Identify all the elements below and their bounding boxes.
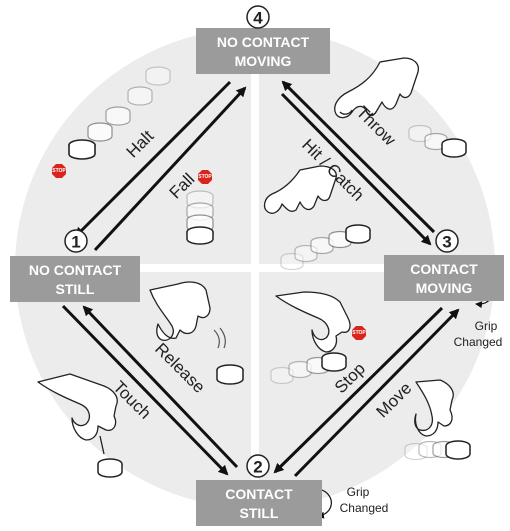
state-3-box: CONTACT MOVING — [384, 255, 504, 301]
state-2-number: 2 — [246, 454, 270, 478]
svg-text:STOP: STOP — [198, 174, 212, 180]
svg-text:STOP: STOP — [352, 330, 366, 336]
svg-text:NO CONTACT: NO CONTACT — [217, 34, 310, 50]
grip-changed-label-2b: Changed — [340, 501, 389, 515]
state-3-number: 3 — [435, 229, 459, 253]
hand-icon — [263, 165, 337, 214]
svg-text:STILL: STILL — [240, 505, 279, 521]
svg-text:STILL: STILL — [56, 281, 95, 297]
move-arrow — [293, 308, 460, 478]
grip-changed-label-2a: Grip — [347, 485, 370, 499]
hit-catch-arrow — [280, 92, 432, 246]
hand-icon — [275, 291, 351, 353]
fall-arrow — [93, 86, 247, 252]
svg-text:CONTACT: CONTACT — [225, 486, 293, 502]
disk-stack-icon — [408, 124, 467, 158]
state-2-box: CONTACT STILL — [196, 480, 322, 526]
svg-text:MOVING: MOVING — [235, 53, 292, 69]
touch-arrow — [61, 304, 229, 476]
svg-text:NO CONTACT: NO CONTACT — [29, 262, 122, 278]
horizontal-divider — [15, 264, 495, 272]
grip-changed-label-3b: Changed — [454, 335, 503, 349]
disk-stack-icon — [216, 364, 244, 385]
motion-lines-icon — [213, 327, 226, 349]
disk-stack-icon — [270, 352, 347, 385]
stop-sign-icon: STOP — [52, 164, 66, 178]
hand-icon — [37, 373, 118, 455]
hand-icon — [414, 379, 454, 437]
stop-sign-icon: STOP — [198, 170, 212, 184]
svg-text:3: 3 — [442, 233, 451, 252]
state-1-number: 1 — [64, 229, 88, 253]
svg-text:CONTACT: CONTACT — [410, 261, 478, 277]
state-1-box: NO CONTACT STILL — [10, 256, 140, 302]
disk-stack-icon — [186, 190, 214, 245]
svg-text:STOP: STOP — [52, 168, 66, 174]
svg-text:4: 4 — [253, 9, 263, 28]
disk-stack-icon — [404, 440, 471, 461]
stop-sign-icon: STOP — [352, 326, 366, 340]
hand-icon — [334, 57, 420, 119]
throw-arrow — [281, 80, 436, 234]
svg-text:MOVING: MOVING — [416, 280, 473, 296]
disk-stack-icon — [68, 66, 171, 160]
disk-stack-icon — [280, 224, 371, 271]
state-4-number: 4 — [246, 5, 270, 29]
svg-text:2: 2 — [253, 458, 262, 477]
state-4-box: NO CONTACT MOVING — [196, 28, 330, 74]
halt-arrow — [74, 80, 232, 238]
stop-arrow — [273, 306, 444, 474]
grip-changed-label-3a: Grip — [475, 319, 498, 333]
release-arrow — [82, 305, 239, 469]
disk-stack-icon — [97, 458, 123, 478]
svg-text:1: 1 — [71, 233, 80, 252]
hand-icon — [149, 281, 211, 341]
